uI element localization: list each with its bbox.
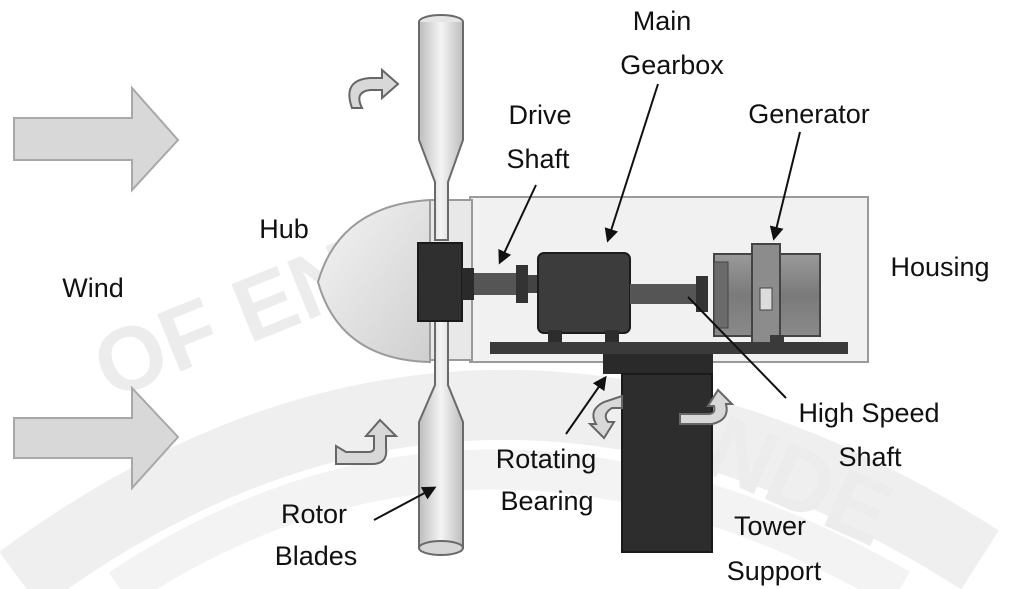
rotation-arrow-bottom-icon [335, 418, 399, 465]
leader-generator [769, 131, 801, 241]
wind-arrow-bottom [13, 385, 180, 491]
gearbox-foot-left [548, 330, 562, 344]
hub-block [417, 242, 463, 322]
wind-arrow-top [13, 85, 180, 193]
generator [713, 243, 821, 345]
drive-shaft-flange [516, 265, 528, 303]
hub-nose [316, 198, 431, 364]
label-drive: Drive [508, 100, 571, 130]
leader-rotor-blades [373, 486, 437, 521]
label-housing: Housing [890, 252, 989, 282]
label-hub: Hub [259, 214, 309, 244]
label-rotating: Rotating [496, 444, 597, 474]
leader-high-speed-shaft [687, 296, 787, 399]
label-rotor: Rotor [281, 499, 347, 529]
rotating-bearing [603, 354, 713, 374]
label-drive-shaft: Shaft [506, 144, 570, 174]
drive-shaft [474, 273, 518, 295]
label-main: Main [633, 6, 692, 36]
tower [621, 373, 713, 553]
label-high-speed-shaft: Shaft [838, 442, 902, 472]
gearbox-foot-right [605, 330, 619, 344]
label-blades: Blades [275, 541, 358, 571]
leader-main-gearbox [604, 83, 659, 243]
label-support: Support [727, 556, 822, 586]
label-gearbox: Gearbox [620, 50, 724, 80]
rotation-arrow-top-icon [348, 67, 400, 109]
rotation-arrow-bearing-left-icon [587, 394, 623, 440]
labels: Main Gearbox Drive Shaft Generator Hub H… [62, 6, 989, 586]
label-high-speed: High Speed [798, 398, 939, 428]
high-speed-shaft-flange [696, 276, 708, 312]
leader-drive-shaft [498, 184, 537, 265]
label-bearing: Bearing [500, 486, 593, 516]
label-generator: Generator [748, 99, 870, 129]
label-wind: Wind [62, 273, 124, 303]
base-platform [490, 342, 848, 354]
leader-lines [373, 83, 801, 521]
high-speed-shaft [630, 284, 700, 304]
leader-rotating-bearing [565, 375, 607, 435]
rotor-blade-top [418, 14, 464, 241]
rotation-arrow-bearing-right-icon [679, 388, 735, 425]
hub-coupling [462, 268, 474, 300]
label-tower: Tower [734, 511, 806, 541]
main-gearbox [537, 252, 631, 334]
